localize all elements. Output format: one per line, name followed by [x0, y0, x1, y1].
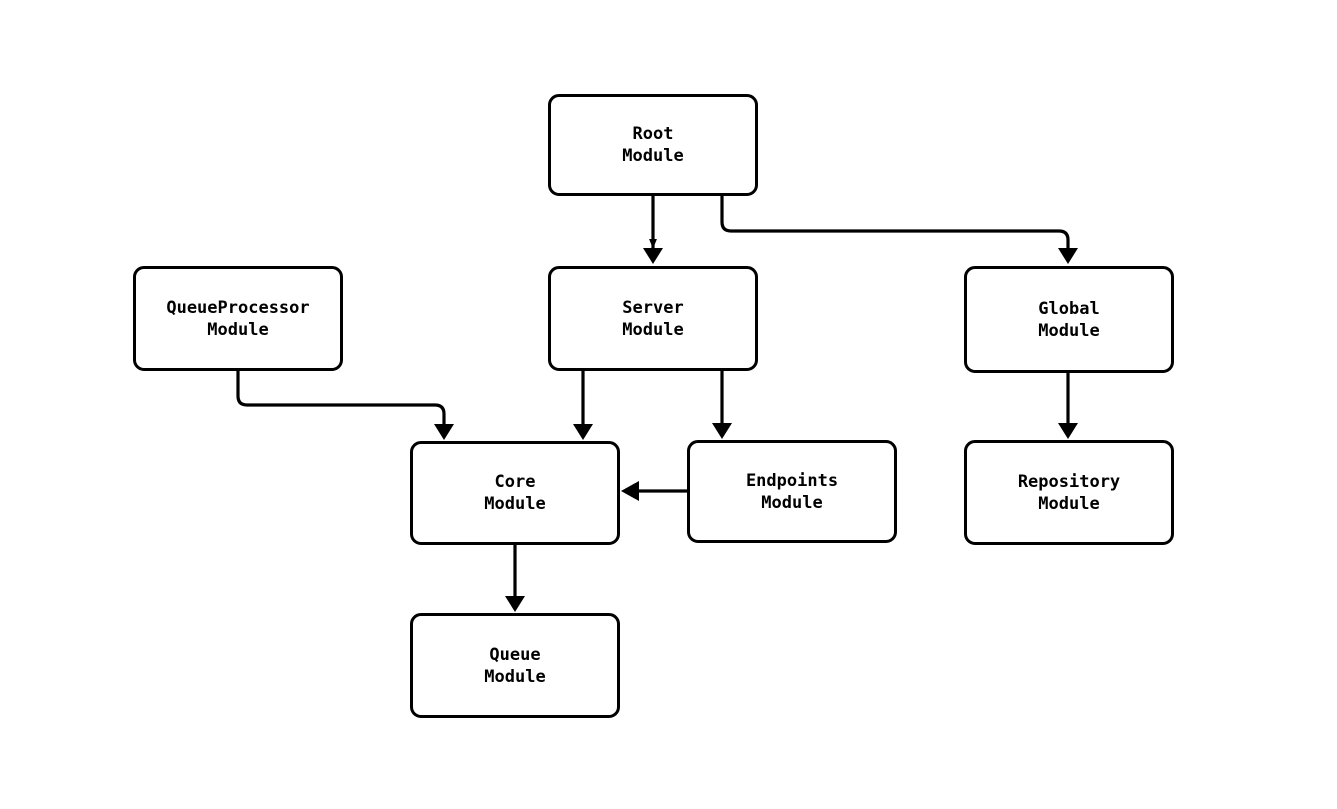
edge-global-to-repository: [1058, 373, 1078, 439]
node-global-module[interactable]: Global Module: [964, 266, 1174, 373]
node-repository-module-label: Repository Module: [1017, 471, 1121, 514]
node-queue-module-label: Queue Module: [484, 644, 546, 687]
node-core-module-label: Core Module: [484, 472, 546, 514]
edge-server-to-core: [573, 371, 593, 440]
node-queueprocessor-module-label: QueueProcessor Module: [166, 297, 310, 340]
node-endpoints-module[interactable]: Endpoints Module: [687, 440, 897, 543]
node-repository-module[interactable]: Repository Module: [964, 440, 1174, 545]
node-root-module-label: Root Module: [622, 124, 684, 166]
edge-server-to-endpoints: [712, 371, 732, 439]
node-global-module-label: Global Module: [1038, 298, 1100, 341]
edge-queueprocessor-to-core: [236, 371, 454, 440]
edge-root-to-global: [720, 196, 1078, 264]
node-server-module[interactable]: Server Module: [548, 266, 758, 371]
edge-root-to-server: [643, 196, 663, 264]
node-server-module-label: Server Module: [622, 297, 684, 340]
node-core-module[interactable]: Core Module: [410, 441, 620, 545]
edge-endpoints-to-core: [621, 481, 687, 501]
node-queue-module[interactable]: Queue Module: [410, 613, 620, 718]
node-queueprocessor-module[interactable]: QueueProcessor Module: [133, 266, 343, 371]
node-endpoints-module-label: Endpoints Module: [745, 470, 839, 513]
edge-core-to-queue: [505, 545, 525, 612]
node-root-module[interactable]: Root Module: [548, 94, 758, 196]
